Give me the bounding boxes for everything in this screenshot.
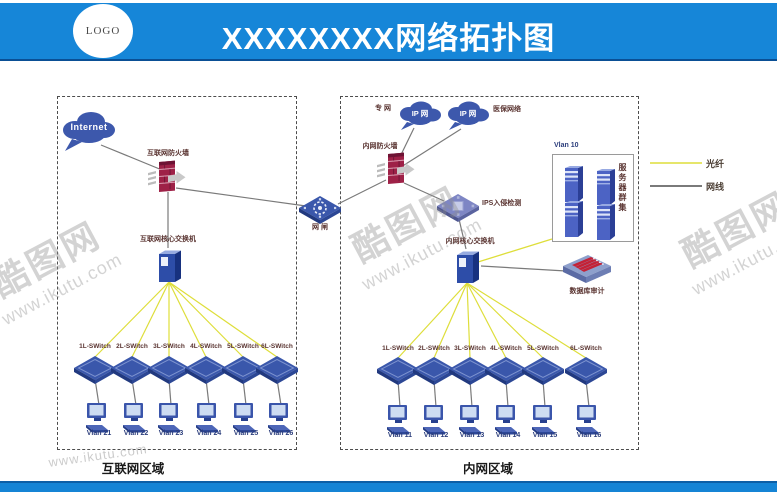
intranet-firewall-icon (376, 149, 416, 189)
ip-cloud-2-label: IP 网 (459, 109, 477, 118)
network-gateway-label: 网 闸 (312, 224, 328, 231)
access-switch-label: 1L-SWitch (79, 343, 111, 350)
workstation-icon (84, 402, 114, 434)
workstation-icon (574, 404, 604, 436)
ip-cloud-1: IP 网 (397, 99, 443, 131)
access-switch-label: 4L-SWitch (190, 343, 222, 350)
server-icon (593, 168, 616, 206)
workstation-icon (156, 402, 186, 434)
vlan-label: Vlan 11 (387, 432, 413, 439)
vlan-label: Vlan 25 (233, 430, 259, 437)
workstation-icon (194, 402, 224, 434)
vlan-label: Vlan 15 (532, 432, 558, 439)
cloud-icon (60, 108, 118, 154)
medical-net-label: 医保网络 (493, 106, 521, 113)
access-switch-icon (564, 356, 608, 386)
ips-diamond-icon (436, 193, 480, 223)
server-vlan-label: Vlan 10 (554, 142, 579, 149)
logo-text: LOGO (85, 25, 121, 37)
ip-cloud-2: IP 网 (445, 99, 491, 131)
header-divider (0, 59, 777, 61)
access-switch-label: 1L-SWitch (382, 345, 414, 352)
internet-cloud-icon: Internet (60, 108, 118, 154)
internet-firewall-icon (147, 157, 187, 197)
network-gateway-icon (298, 195, 342, 225)
access-switch-icon (412, 356, 456, 386)
internet-cloud-label: Internet (70, 122, 108, 132)
ip-cloud-1-label: IP 网 (411, 109, 429, 118)
access-switch-icon (521, 356, 565, 386)
logo: LOGO (73, 4, 133, 58)
intranet-core-switch-label: 内网核心交换机 (445, 238, 495, 245)
vlan-label: Vlan 22 (123, 430, 149, 437)
workstation-icon (385, 404, 415, 436)
vlan-label: Vlan 12 (423, 432, 449, 439)
workstation-icon (231, 402, 261, 434)
ips-icon (436, 193, 480, 223)
access-switch-label: 3L-SWitch (454, 345, 486, 352)
server-icon (561, 165, 584, 203)
server-icon (561, 200, 584, 238)
cloud-icon (445, 99, 491, 131)
vlan-label: Vlan 13 (459, 432, 485, 439)
server-cluster-box: 服务器群集 (552, 154, 634, 242)
access-switch-label: 2L-SWitch (116, 343, 148, 350)
access-switch-label: 4L-SWitch (490, 345, 522, 352)
workstation-icon (266, 402, 296, 434)
intranet-region-box (340, 96, 639, 450)
internet-core-switch-label: 互联网核心交换机 (140, 236, 196, 243)
footer-divider (0, 481, 777, 483)
legend-cable-label: 网线 (706, 182, 725, 192)
cloud-icon (397, 99, 443, 131)
firewall-icon (376, 149, 416, 189)
access-switch-icon (184, 355, 228, 385)
intranet-firewall-label: 内网防火墙 (362, 143, 398, 150)
core-switch-icon (453, 247, 481, 285)
private-net-label: 专 网 (375, 105, 391, 112)
workstation-icon (457, 404, 487, 436)
access-switch-label: 3L-SWitch (153, 343, 185, 350)
core-switch-icon (155, 246, 183, 284)
access-switch-icon (147, 355, 191, 385)
vlan-label: Vlan 16 (576, 432, 602, 439)
workstation-icon (421, 404, 451, 436)
firewall-icon (147, 157, 187, 197)
internet-core-switch-icon (155, 246, 183, 284)
audit-device-icon (558, 252, 616, 288)
internet-region-caption: 互联网区域 (101, 462, 165, 476)
server-cluster-label: 服务器群集 (618, 163, 627, 213)
internet-region-box (57, 96, 297, 450)
legend-fiber-label: 光纤 (706, 159, 725, 169)
access-switch-icon (110, 355, 154, 385)
internet-firewall-label: 互联网防火墙 (147, 150, 189, 157)
access-switch-icon (73, 355, 117, 385)
intranet-core-switch-icon (453, 247, 481, 285)
vlan-label: Vlan 24 (196, 430, 222, 437)
workstation-icon (121, 402, 151, 434)
ips-label: IPS入侵检测 (482, 200, 522, 207)
workstation-icon (530, 404, 560, 436)
footer-bar (0, 483, 777, 492)
access-switch-label: 2L-SWitch (418, 345, 450, 352)
access-switch-icon (484, 356, 528, 386)
db-audit-label: 数据库审计 (569, 288, 605, 295)
access-switch-label: 6L-SWitch (570, 345, 602, 352)
access-switch-label: 5L-SWitch (527, 345, 559, 352)
page-title: XXXXXXXX网络拓扑图 (221, 21, 556, 56)
intranet-region-caption: 内网区域 (462, 462, 513, 476)
access-switch-label: 6L-SWitch (261, 343, 293, 350)
workstation-icon (493, 404, 523, 436)
db-audit-icon (558, 252, 616, 288)
access-switch-icon (221, 355, 265, 385)
gateway-diamond-icon (298, 195, 342, 225)
vlan-label: Vlan 14 (495, 432, 521, 439)
vlan-label: Vlan 23 (158, 430, 184, 437)
server-icon (593, 203, 616, 241)
vlan-label: Vlan 26 (268, 430, 294, 437)
access-switch-label: 5L-SWitch (227, 343, 259, 350)
vlan-label: Vlan 21 (86, 430, 112, 437)
access-switch-icon (255, 355, 299, 385)
